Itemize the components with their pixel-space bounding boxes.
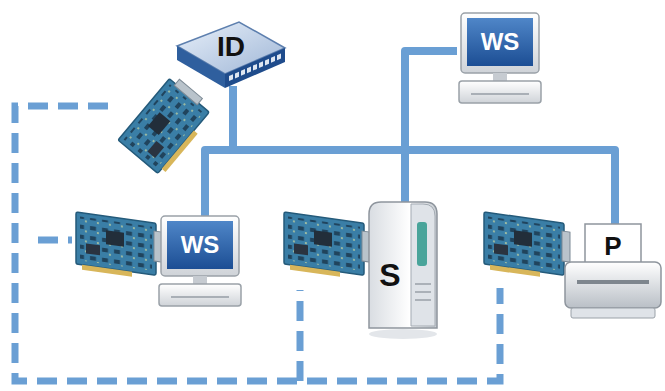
server-tower: S (365, 200, 441, 340)
workstation-icon (455, 12, 545, 106)
workstation: WS (155, 215, 245, 309)
circuit-board (76, 212, 162, 281)
device-label: P (604, 233, 621, 259)
printer: P (563, 222, 663, 320)
network-cable (233, 86, 405, 202)
circuit-board (484, 212, 570, 281)
device-label: WS (481, 30, 520, 54)
device-label: WS (181, 233, 220, 257)
network-cable (205, 86, 233, 217)
circuit-board (284, 212, 370, 281)
workstation: WS (455, 12, 545, 106)
device-label: ID (217, 33, 245, 61)
device-label: S (379, 259, 400, 291)
network-switch: ID (175, 20, 287, 90)
server-tower-icon (365, 200, 441, 340)
workstation-icon (155, 215, 245, 309)
